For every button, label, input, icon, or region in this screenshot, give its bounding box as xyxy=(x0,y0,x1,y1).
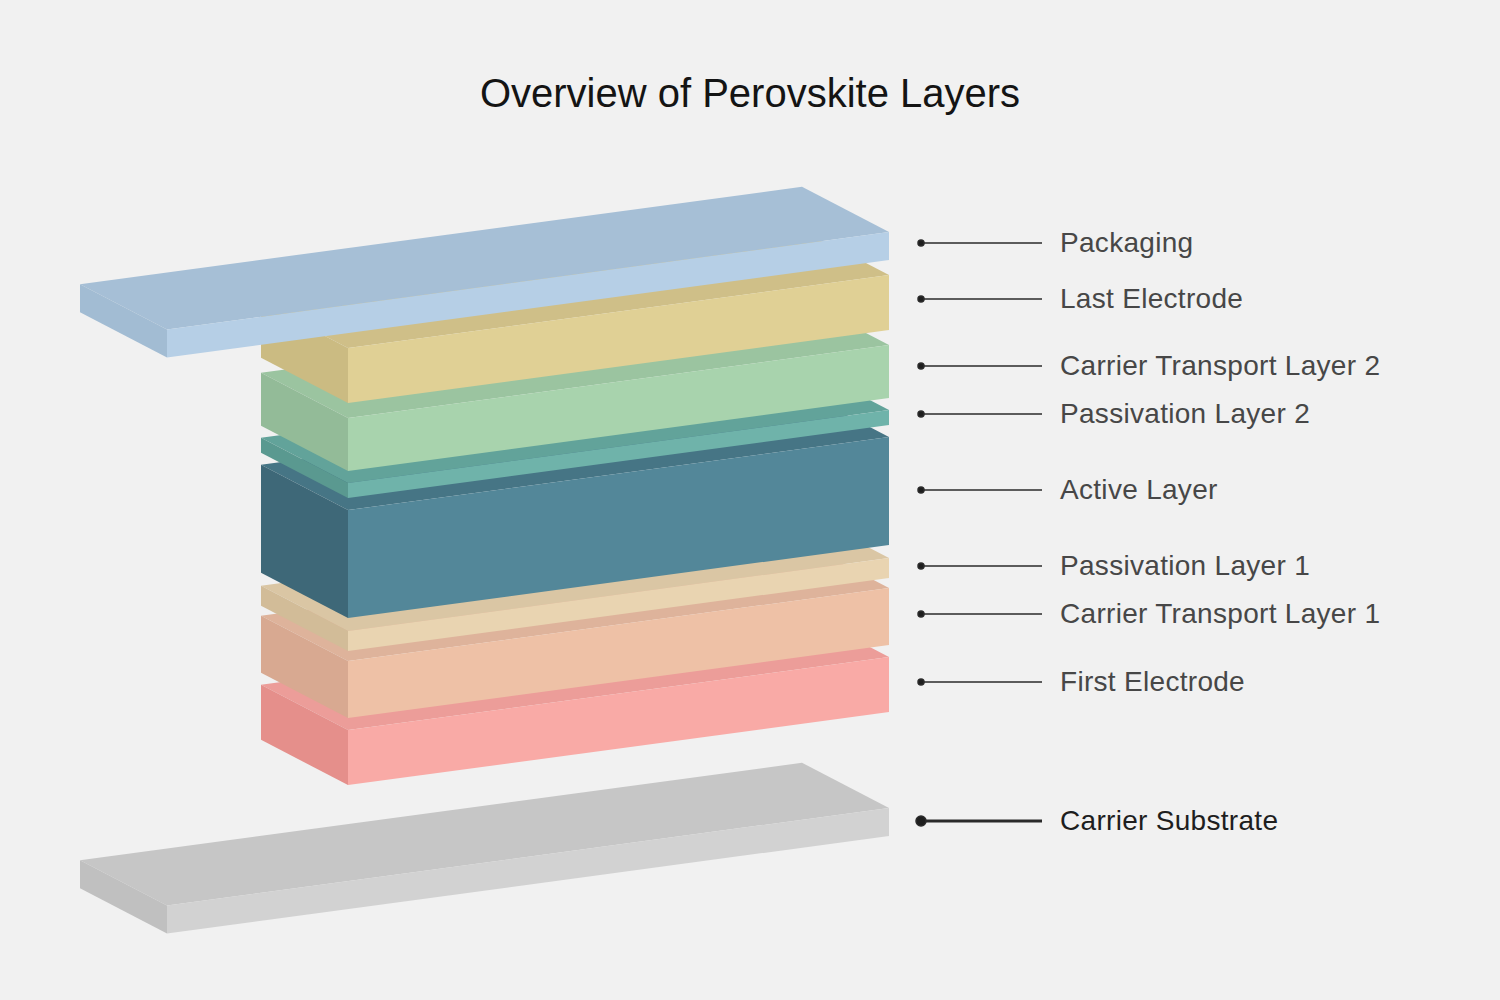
layer-label: Active Layer xyxy=(1060,473,1218,507)
leader-dot xyxy=(918,611,924,617)
leader-line xyxy=(921,365,1042,367)
layer-label: Packaging xyxy=(1060,226,1193,260)
leader-dot xyxy=(918,411,924,417)
slab-side xyxy=(80,284,167,357)
leader-dot xyxy=(918,487,924,493)
leader-dot xyxy=(916,816,926,826)
layer-label: Last Electrode xyxy=(1060,282,1243,316)
layer-label: First Electrode xyxy=(1060,665,1245,699)
layer-label: Carrier Substrate xyxy=(1060,804,1278,838)
leader-dot xyxy=(918,563,924,569)
layer-label: Passivation Layer 1 xyxy=(1060,549,1310,583)
leader-dot xyxy=(918,296,924,302)
leader-dot xyxy=(918,679,924,685)
leader-line xyxy=(921,298,1042,300)
leader-line xyxy=(921,613,1042,615)
slab-side xyxy=(80,860,167,933)
layer-label: Carrier Transport Layer 1 xyxy=(1060,597,1380,631)
leader-line xyxy=(921,565,1042,567)
leader-dot xyxy=(918,240,924,246)
leader-line xyxy=(921,489,1042,491)
leader-line xyxy=(921,242,1042,244)
leader-line xyxy=(921,681,1042,683)
leader-line xyxy=(921,413,1042,415)
layer-label: Passivation Layer 2 xyxy=(1060,397,1310,431)
slab-front xyxy=(167,808,889,933)
leader-line xyxy=(921,820,1042,823)
slab-front xyxy=(167,232,889,357)
diagram-title: Overview of Perovskite Layers xyxy=(0,68,1500,118)
leader-dot xyxy=(918,363,924,369)
layer-label: Carrier Transport Layer 2 xyxy=(1060,349,1380,383)
